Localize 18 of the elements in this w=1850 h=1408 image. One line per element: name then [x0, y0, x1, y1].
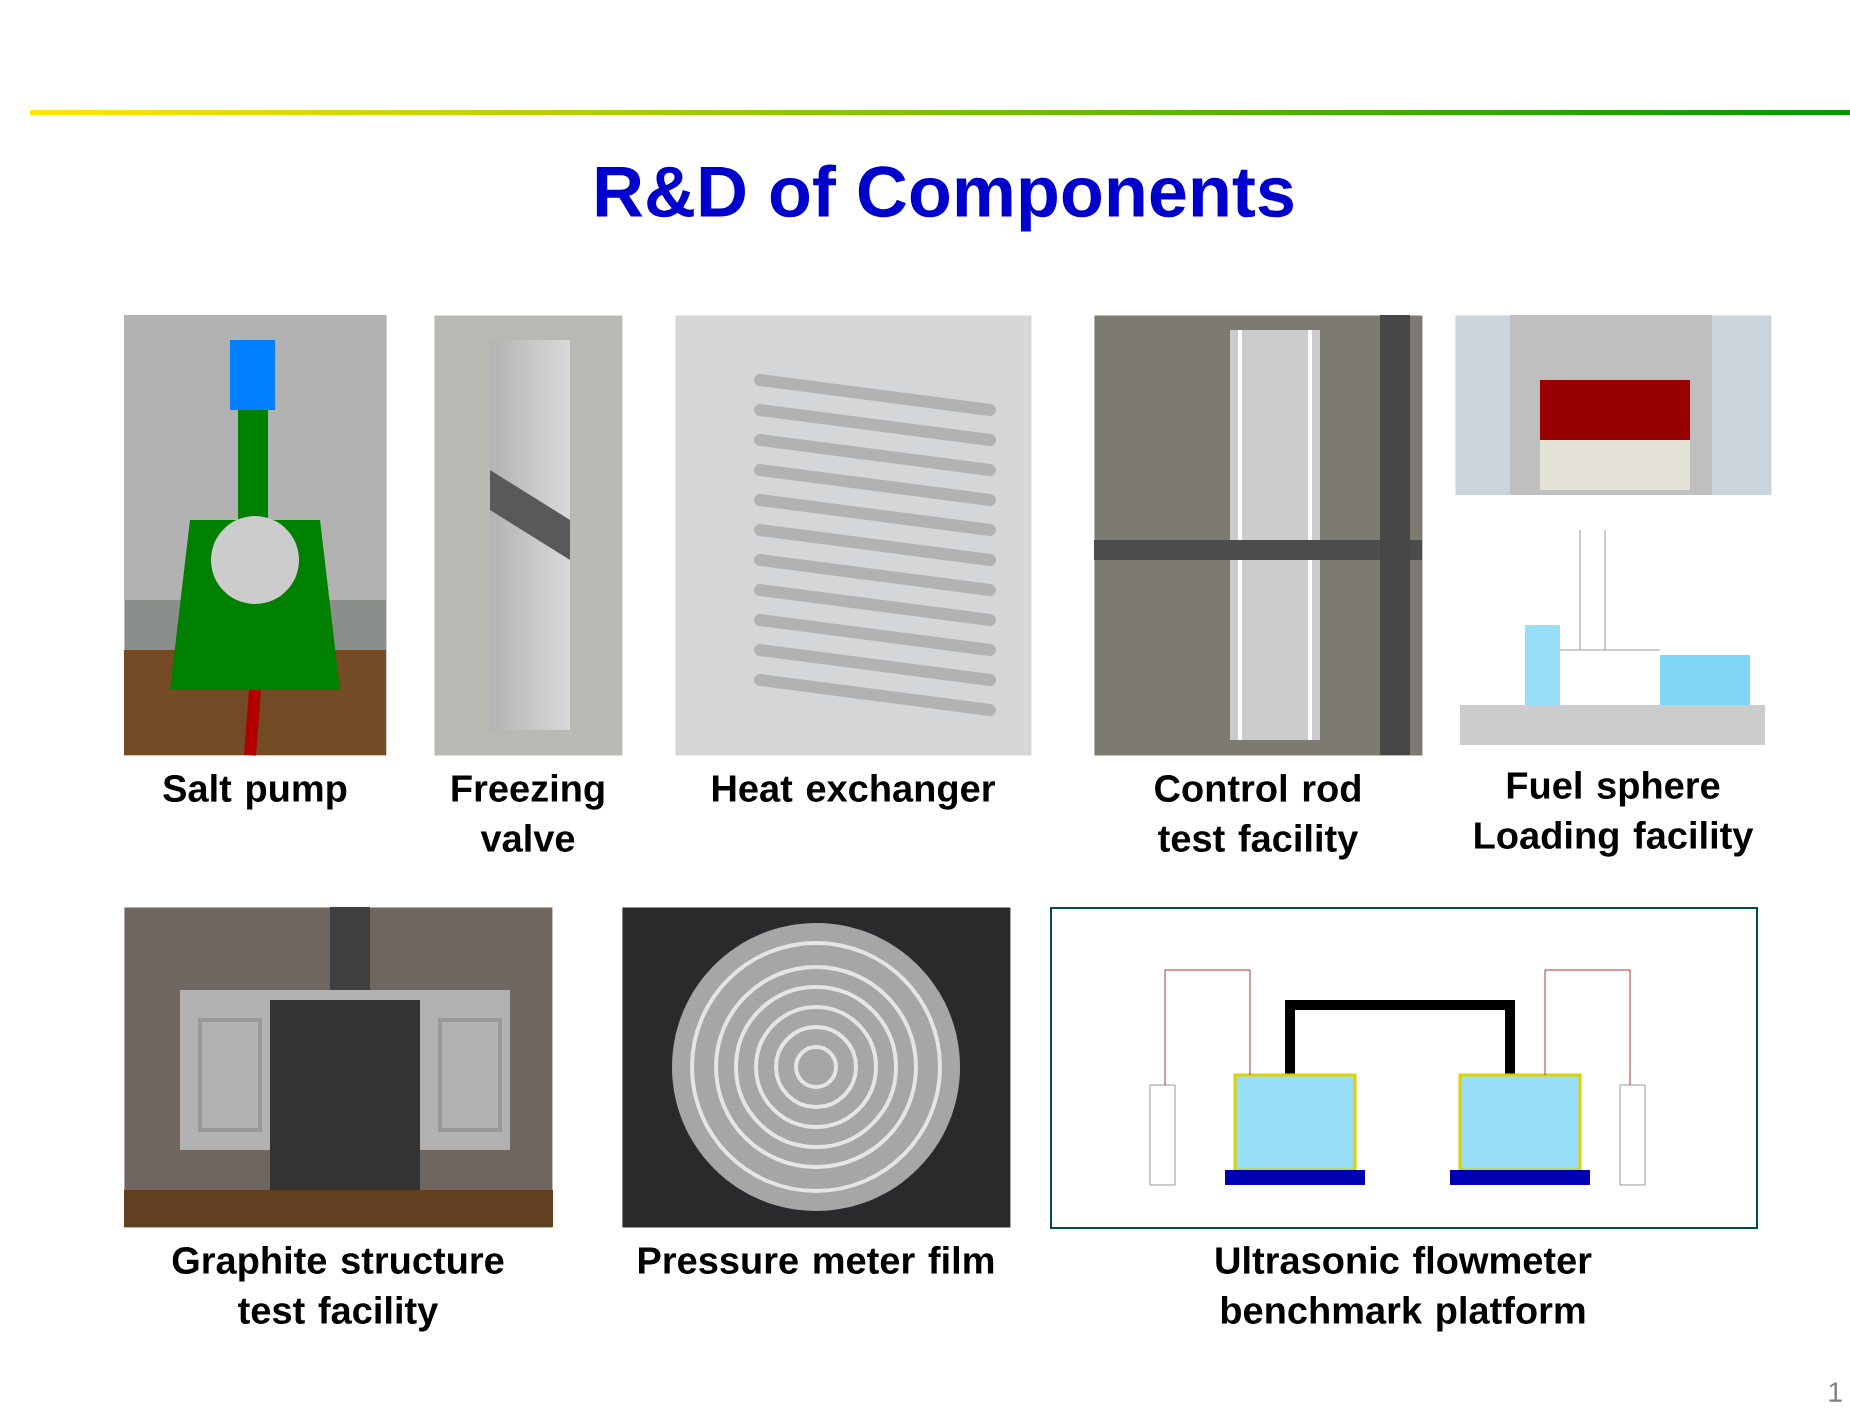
node-label: Pressure meter film — [639, 1246, 994, 1274]
node-label: Salt pump — [163, 774, 347, 810]
node-label: Ultrasonic flowmeter benchmark platform — [1216, 1246, 1592, 1332]
photo — [434, 315, 623, 756]
node-label: Freezing valve — [452, 774, 604, 852]
page-number: 1 — [1829, 1382, 1842, 1402]
photo — [124, 907, 553, 1228]
photo — [622, 907, 1011, 1228]
photo — [1094, 315, 1423, 756]
schematic-drawing — [1050, 907, 1759, 1229]
photo — [1455, 315, 1773, 752]
node-label: Control rod test facility — [1155, 774, 1360, 860]
photo — [675, 315, 1032, 756]
photo — [124, 315, 387, 756]
node-label: Graphite structure test facility — [172, 1246, 504, 1332]
node-label: Fuel sphere Loading facility — [1475, 771, 1754, 857]
title: R&D of Components — [596, 164, 1293, 232]
node-label: Heat exchanger — [713, 774, 995, 810]
